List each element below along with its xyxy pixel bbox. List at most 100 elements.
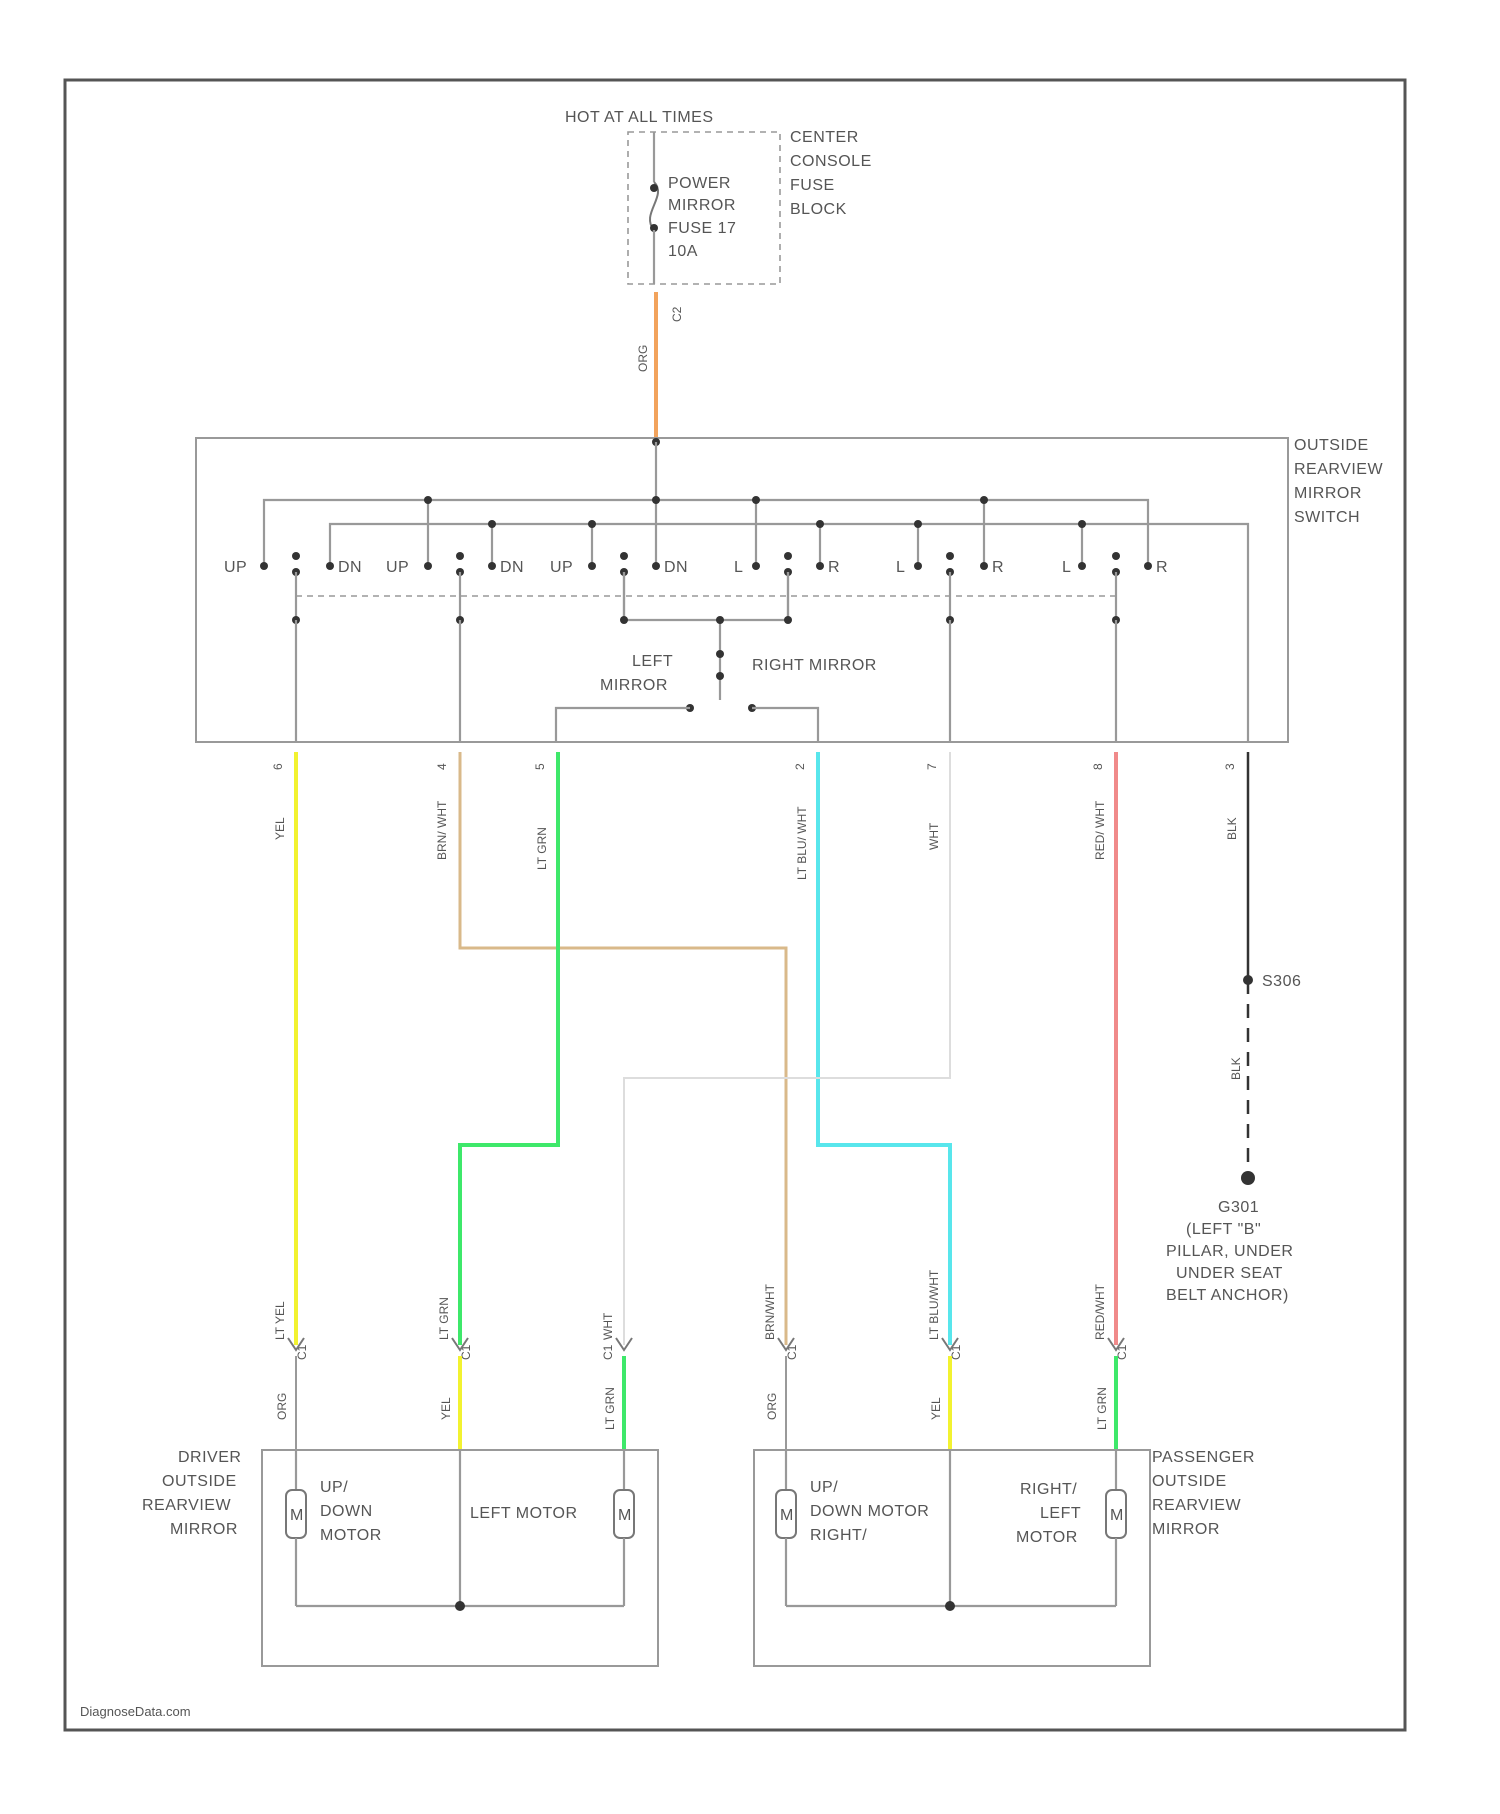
switch-pin-numbers: 6 4 5 2 7 8 3 [271, 763, 1237, 770]
mirror-pigtail-labels: ORG YEL LT GRN ORG YEL LT GRN [275, 1387, 1109, 1430]
svg-text:MIRROR: MIRROR [170, 1521, 238, 1538]
svg-text:10A: 10A [668, 243, 698, 260]
svg-text:SWITCH: SWITCH [1294, 509, 1360, 526]
svg-text:3: 3 [1223, 763, 1237, 770]
passenger-up-down-motor: M [776, 1450, 796, 1606]
mirror-pigtail-wires [296, 1356, 1116, 1490]
ground-location: G301 (LEFT "B" PILLAR, UNDER UNDER SEAT … [1166, 1199, 1293, 1304]
svg-text:2: 2 [793, 763, 807, 770]
svg-text:ORG: ORG [275, 1393, 289, 1420]
contact-label: L [896, 559, 905, 576]
svg-text:5: 5 [533, 763, 547, 770]
svg-text:MIRROR: MIRROR [1152, 1521, 1220, 1538]
svg-text:BRN/WHT: BRN/WHT [763, 1283, 777, 1340]
svg-text:OUTSIDE: OUTSIDE [1152, 1473, 1227, 1490]
svg-text:MOTOR: MOTOR [1016, 1529, 1078, 1546]
svg-text:WHT: WHT [927, 822, 941, 850]
passenger-mirror-name: PASSENGER OUTSIDE REARVIEW MIRROR [1152, 1449, 1255, 1538]
svg-text:RED/ WHT: RED/ WHT [1093, 800, 1107, 860]
switch-contact-labels: UP DN UP DN UP DN L R L R L R [224, 559, 1168, 576]
driver-left-motor-label: LEFT MOTOR [470, 1505, 578, 1522]
fuse-block-header: HOT AT ALL TIMES [565, 109, 714, 126]
svg-text:MIRROR: MIRROR [1294, 485, 1362, 502]
svg-text:LT GRN: LT GRN [1095, 1387, 1109, 1430]
svg-text:ORG: ORG [765, 1393, 779, 1420]
svg-text:BLOCK: BLOCK [790, 201, 847, 218]
svg-text:G301: G301 [1218, 1199, 1259, 1216]
svg-text:PASSENGER: PASSENGER [1152, 1449, 1255, 1466]
driver-left-motor: M [614, 1450, 634, 1606]
svg-text:8: 8 [1091, 763, 1105, 770]
contact-label: UP [224, 559, 247, 576]
svg-text:OUTSIDE: OUTSIDE [1294, 437, 1369, 454]
selector-right-label: RIGHT MIRROR [752, 657, 877, 674]
svg-text:LT GRN: LT GRN [603, 1387, 617, 1430]
mirror-switch-name: OUTSIDE REARVIEW MIRROR SWITCH [1294, 437, 1383, 526]
svg-text:POWER: POWER [668, 175, 731, 192]
driver-up-down-motor: M [286, 1450, 306, 1606]
contact-label: DN [500, 559, 524, 576]
ground-wire-label: BLK [1229, 1057, 1243, 1080]
svg-text:LT GRN: LT GRN [535, 827, 549, 870]
svg-text:4: 4 [435, 763, 449, 770]
driver-mirror-common-junction [455, 1601, 465, 1611]
passenger-right-left-motor-label: RIGHT/ LEFT MOTOR [1016, 1481, 1081, 1546]
svg-text:DOWN: DOWN [320, 1503, 373, 1520]
svg-text:LEFT: LEFT [1040, 1505, 1081, 1522]
contact-label: UP [386, 559, 409, 576]
svg-text:DOWN MOTOR: DOWN MOTOR [810, 1503, 929, 1520]
contact-label: DN [338, 559, 362, 576]
fuse-17-label: POWER MIRROR FUSE 17 10A [668, 175, 736, 260]
feed-wire-pin: C2 [670, 306, 684, 322]
svg-text:FUSE 17: FUSE 17 [668, 220, 736, 237]
svg-text:BELT ANCHOR): BELT ANCHOR) [1166, 1287, 1289, 1304]
selector-left-label-1: LEFT [632, 653, 673, 670]
passenger-mirror-common-junction [945, 1601, 955, 1611]
driver-up-down-motor-label: UP/ DOWN MOTOR [320, 1479, 382, 1544]
ground-splice-label: S306 [1262, 973, 1301, 990]
mirror-connector-pins: C1 C1 C1 C1 C1 C1 [295, 1344, 1129, 1360]
passenger-right-left-motor: M [1106, 1450, 1126, 1606]
selector-left-label-2: MIRROR [600, 677, 668, 694]
svg-text:YEL: YEL [273, 817, 287, 840]
svg-text:BLK: BLK [1225, 817, 1239, 840]
svg-text:C1: C1 [601, 1344, 615, 1360]
svg-text:6: 6 [271, 763, 285, 770]
switch-wiper-outputs [292, 572, 1120, 742]
contact-label: L [734, 559, 743, 576]
driver-mirror-name: DRIVER OUTSIDE REARVIEW MIRROR [142, 1449, 241, 1538]
svg-text:FUSE: FUSE [790, 177, 835, 194]
svg-text:CENTER: CENTER [790, 129, 859, 146]
connector-arrows [288, 1338, 1124, 1350]
svg-text:MOTOR: MOTOR [320, 1527, 382, 1544]
svg-text:WHT: WHT [601, 1312, 615, 1340]
mirror-switch-box [196, 438, 1288, 742]
switch-bus-feed [264, 500, 1148, 566]
svg-text:RIGHT/: RIGHT/ [810, 1527, 867, 1544]
ground-point [1241, 1171, 1255, 1185]
fuse-block-name: CENTER CONSOLE FUSE BLOCK [790, 129, 872, 218]
svg-text:UP/: UP/ [810, 1479, 838, 1496]
svg-text:PILLAR, UNDER: PILLAR, UNDER [1166, 1243, 1293, 1260]
fuse-terminal-top [650, 184, 658, 192]
contact-label: R [828, 559, 840, 576]
svg-text:YEL: YEL [929, 1397, 943, 1420]
contact-label: UP [550, 559, 573, 576]
switch-bus-taps [428, 500, 1082, 566]
svg-text:REARVIEW: REARVIEW [1152, 1497, 1241, 1514]
switch-wire-labels: YEL BRN/ WHT LT GRN LT BLU/ WHT WHT RED/… [273, 800, 1239, 880]
svg-text:UP/: UP/ [320, 1479, 348, 1496]
svg-text:LT YEL: LT YEL [273, 1301, 287, 1340]
svg-text:BRN/ WHT: BRN/ WHT [435, 800, 449, 860]
svg-text:REARVIEW: REARVIEW [142, 1497, 231, 1514]
svg-text:RED/WHT: RED/WHT [1093, 1283, 1107, 1340]
svg-text:M: M [1110, 1507, 1124, 1524]
svg-text:CONSOLE: CONSOLE [790, 153, 872, 170]
svg-text:LT GRN: LT GRN [437, 1297, 451, 1340]
svg-text:M: M [618, 1507, 632, 1524]
watermark: DiagnoseData.com [80, 1704, 191, 1719]
svg-text:YEL: YEL [439, 1397, 453, 1420]
svg-text:MIRROR: MIRROR [668, 197, 736, 214]
svg-text:M: M [290, 1507, 304, 1524]
svg-text:LT BLU/ WHT: LT BLU/ WHT [795, 806, 809, 880]
